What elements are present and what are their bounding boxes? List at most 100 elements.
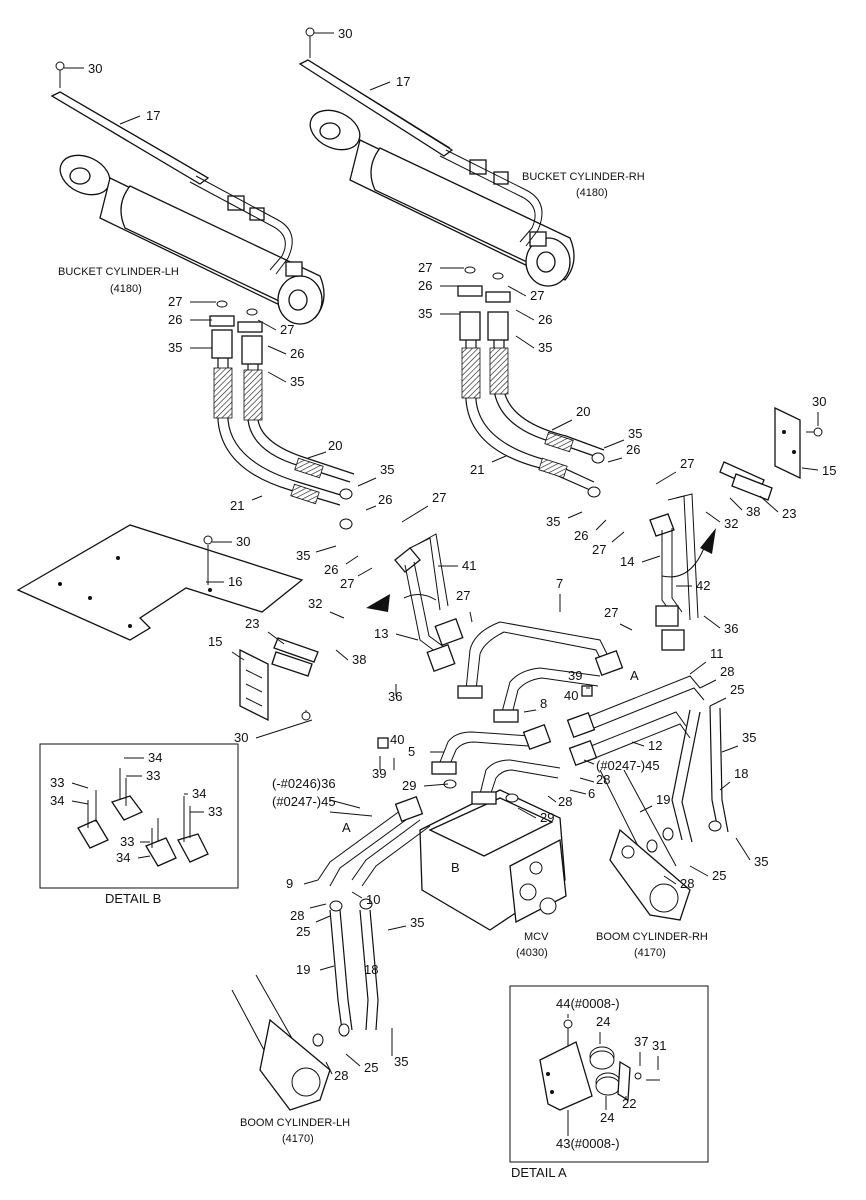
callout-c100: 24 [600, 1110, 614, 1125]
callout-leader [309, 903, 327, 909]
callout-c71: 29 [540, 810, 554, 825]
callout-leader [303, 879, 319, 885]
boom-cylinder-lh [231, 898, 379, 1111]
callout-leader [699, 679, 717, 689]
callout-leader [329, 611, 345, 619]
pipes-13-14 [366, 493, 716, 672]
callout-leader [729, 497, 743, 511]
callout-c57: 39 [568, 668, 582, 683]
callout-leader [325, 1061, 333, 1075]
callout-c96: 44(#0008-) [556, 996, 620, 1011]
callout-c5: 27 [168, 294, 182, 309]
callout-leader [345, 555, 359, 565]
callout-leader [705, 511, 721, 523]
callout-leader [345, 1053, 361, 1067]
callout-leader [515, 309, 535, 321]
callout-c60: 12 [648, 738, 662, 753]
callout-leader [491, 455, 507, 463]
callout-c49: 14 [620, 554, 634, 569]
callout-leader [689, 865, 709, 877]
callout-c70: 28 [596, 772, 610, 787]
mcv-title: MCV [524, 931, 549, 943]
callout-leader [709, 697, 727, 707]
callout-c1: 30 [88, 61, 102, 76]
callout-leader [619, 623, 633, 631]
callout-c83: 19 [296, 962, 310, 977]
callout-leader [721, 745, 739, 753]
boom-lh-code: (4170) [282, 1133, 314, 1145]
mcv-valve [419, 789, 567, 931]
callout-c84: 18 [364, 962, 378, 977]
callout-c27: 16 [228, 574, 242, 589]
floor-plate [16, 524, 304, 641]
callout-c43: 27 [592, 542, 606, 557]
callout-leader [357, 477, 377, 487]
detail-a-marker-left: A [342, 820, 351, 835]
callout-leader [567, 511, 583, 519]
assembly-labels: BUCKET CYLINDER-LH (4180) BUCKET CYLINDE… [58, 171, 708, 1180]
callout-c11: 27 [418, 260, 432, 275]
callout-c15: 26 [538, 312, 552, 327]
bucket-cylinder-lh [50, 61, 325, 325]
callout-leader [719, 781, 731, 791]
callout-c22: 35 [296, 548, 310, 563]
callout-c90: 33 [146, 768, 160, 783]
detail-a-marker-right: A [630, 668, 639, 683]
callout-c101: 22 [622, 1096, 636, 1111]
callout-c51: 27 [604, 605, 618, 620]
callout-c32: 30 [234, 730, 248, 745]
callout-c66: (#0247-)45 [596, 758, 660, 773]
bracket-rh [719, 406, 823, 501]
callout-leader [369, 81, 391, 91]
pipes-mcv [317, 621, 705, 887]
callout-c64: 40 [390, 732, 404, 747]
callout-c26: 30 [236, 534, 250, 549]
callout-c10: 35 [290, 374, 304, 389]
callout-c92: 34 [192, 786, 206, 801]
detail-b-caption: DETAIL B [105, 891, 161, 906]
callout-c68: 6 [588, 786, 595, 801]
callout-c25: 41 [462, 558, 476, 573]
hoses-lh [209, 300, 355, 530]
callout-leader [655, 471, 677, 485]
callout-leader [401, 505, 429, 523]
callout-leader [137, 855, 151, 859]
detail-b-panel [39, 743, 239, 889]
callout-leader [469, 611, 473, 623]
callout-leader [329, 811, 373, 817]
boom-cylinder-rh [599, 705, 729, 921]
callout-c19: 35 [380, 462, 394, 477]
boom-lh-title: BOOM CYLINDER-LH [240, 1117, 350, 1129]
callout-c72: (-#0246)36 [272, 776, 336, 791]
callout-leader [423, 783, 449, 787]
callout-c77: 35 [754, 854, 768, 869]
boom-rh-code: (4170) [634, 947, 666, 959]
boom-rh-title: BOOM CYLINDER-RH [596, 931, 708, 943]
callout-c61: 35 [742, 730, 756, 745]
bucket-lh-title: BUCKET CYLINDER-LH [58, 266, 179, 278]
callout-c46: 23 [782, 506, 796, 521]
callout-c98: 37 [634, 1034, 648, 1049]
callout-leader [315, 915, 331, 923]
callout-c63: 5 [408, 744, 415, 759]
callout-leader [735, 837, 751, 861]
callout-c21: 27 [432, 490, 446, 505]
callout-leader [801, 467, 819, 471]
callout-leader [603, 439, 625, 449]
callout-c35: 27 [456, 588, 470, 603]
callout-leader [395, 633, 419, 641]
callout-leader [595, 519, 607, 531]
callout-leader [639, 805, 653, 813]
callout-c34: 36 [388, 689, 402, 704]
callout-c4: 17 [396, 74, 410, 89]
callout-c20: 26 [378, 492, 392, 507]
callout-c37: 21 [470, 462, 484, 477]
callout-leader [267, 371, 287, 383]
callout-c91: 34 [50, 793, 64, 808]
callout-c88: 34 [148, 750, 162, 765]
callout-c65: 39 [372, 766, 386, 781]
callout-c3: 30 [338, 26, 352, 41]
callout-leader [255, 719, 313, 739]
callout-leader [523, 709, 537, 713]
